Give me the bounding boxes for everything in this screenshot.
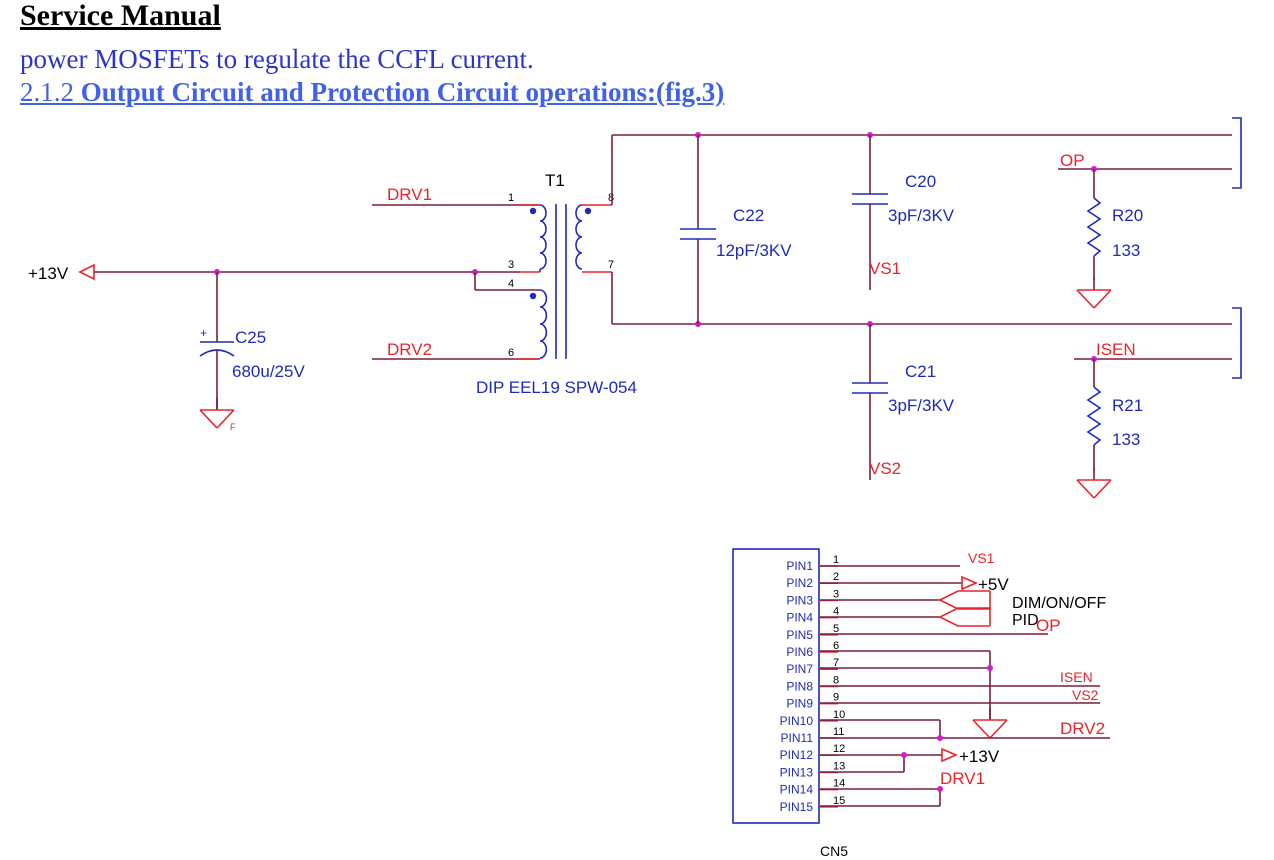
cn5-pin-number: 7 [833,657,839,669]
c25-ref: C25 [235,328,266,347]
supply-input: +13V [28,263,520,283]
vs1-label: VS1 [869,259,901,278]
cn5-pin-label: PIN5 [786,628,813,642]
cn5-isen-label: ISEN [1060,669,1093,685]
ground-mark: F [230,422,236,432]
cn5-pin-label: PIN2 [786,576,813,590]
cn5-pin-label: PIN4 [786,611,813,625]
c25-value: 680u/25V [232,362,305,381]
supply-arrow-icon [78,263,95,281]
c21-ref: C21 [905,362,936,381]
cn5-pin-number: 1 [833,554,839,566]
cn5-13v-label: +13V [959,747,1000,766]
output-connector-top [1232,117,1242,189]
capacitor-c21: C21 3pF/3KV VS2 [852,324,955,480]
cn5-pin-label: PIN15 [780,800,814,814]
output-bus [612,117,1242,379]
r21-ref: R21 [1112,396,1143,415]
cn5-pin-number: 12 [833,743,845,755]
section-title: Output Circuit and Protection Circuit op… [80,77,725,107]
t1-part: DIP EEL19 SPW-054 [476,378,637,397]
capacitor-c22: C22 12pF/3KV [680,135,792,324]
capacitor-c20: C20 3pF/3KV VS1 [852,135,955,290]
cn5-pin-number: 10 [833,709,845,721]
vs2-label: VS2 [869,459,901,478]
cn5-pin-label: PIN12 [780,748,814,762]
c22-ref: C22 [733,206,764,225]
isen-label: ISEN [1096,340,1136,359]
cn5-pin-label: PIN7 [786,662,813,676]
cn5-pin-number: 9 [833,692,839,704]
cn5-drv1-label: DRV1 [940,769,985,788]
cn5-pin-number: 2 [833,571,839,583]
ground-icon [199,397,235,429]
output-connector-bottom [1232,307,1242,379]
cn5-drv2-label: DRV2 [1060,719,1105,738]
cn5-pin-label: PIN11 [781,731,814,745]
capacitor-c25: + C25 680u/25V F [199,272,305,432]
cn5-pin-number: 13 [833,760,845,772]
c22-value: 12pF/3KV [716,241,792,260]
cn5-pin-label: PIN9 [786,697,813,711]
manual-title: Service Manual [20,0,221,32]
cn5-pin-number: 6 [833,640,839,652]
intro-text: power MOSFETs to regulate the CCFL curre… [20,44,534,74]
op-label: OP [1060,151,1085,170]
t1-pin-1: 1 [508,192,514,204]
cn5-pin-label: PIN3 [786,593,813,607]
cn5-pin-number: 3 [833,588,839,600]
page-header: Service Manual power MOSFETs to regulate… [20,0,1260,108]
r21-value: 133 [1112,430,1140,449]
supply-label: +13V [28,264,69,283]
t1-ref: T1 [545,171,565,190]
t1-pin-4: 4 [508,278,514,290]
drv2-label: DRV2 [387,340,432,359]
resistor-r20: OP R20 133 [1058,151,1232,309]
pid-label: PID [1012,612,1039,629]
cn5-vs2-label: VS2 [1072,687,1099,703]
cn5-pin-number: 4 [833,606,839,618]
cn5-pin-label: PIN8 [786,679,813,693]
cn5-pin-number: 15 [833,795,845,807]
cn5-pin-label: PIN14 [780,783,814,797]
section-number: 2.1.2 [20,77,74,107]
ground-icon [1076,277,1112,309]
ground-icon [972,707,1008,739]
cn5-vs1-label: VS1 [968,550,995,566]
c20-ref: C20 [905,172,936,191]
t1-pin-8: 8 [608,192,614,204]
cn5-pin-label: PIN10 [780,714,814,728]
drv1-label: DRV1 [387,185,432,204]
t1-pin-6: 6 [508,347,514,359]
cn5-pin-number: 5 [833,623,839,635]
cn5-ref: CN5 [820,843,848,859]
cn5-pin-label: PIN13 [780,765,814,779]
section-heading[interactable]: 2.1.2 Output Circuit and Protection Circ… [20,76,1260,108]
dim-label: DIM/ON/OFF [1012,595,1106,612]
r20-ref: R20 [1112,206,1143,225]
cn5-op-label: OP [1036,616,1061,635]
ground-icon [1076,467,1112,499]
c21-value: 3pF/3KV [888,396,955,415]
cn5-pin-number: 14 [833,778,845,790]
cn5-5v-label: +5V [978,575,1009,594]
c20-value: 3pF/3KV [888,206,955,225]
t1-pin-3: 3 [508,259,514,271]
cn5-pin-number: 11 [833,726,844,738]
c25-polarity: + [200,326,207,340]
transformer-t1: T1 DIP EEL19 SPW-054 DRV1 1 3 4 DRV2 6 8… [372,135,637,397]
t1-pin-7: 7 [608,259,614,271]
arrow-icon [961,575,979,591]
r20-value: 133 [1112,241,1140,260]
cn5-pin-number: 8 [833,674,839,686]
cn5-pin-label: PIN6 [786,645,813,659]
arrow-icon [941,747,959,763]
resistor-r21: ISEN R21 133 [1074,340,1232,499]
cn5-pin-label: PIN1 [786,559,813,573]
